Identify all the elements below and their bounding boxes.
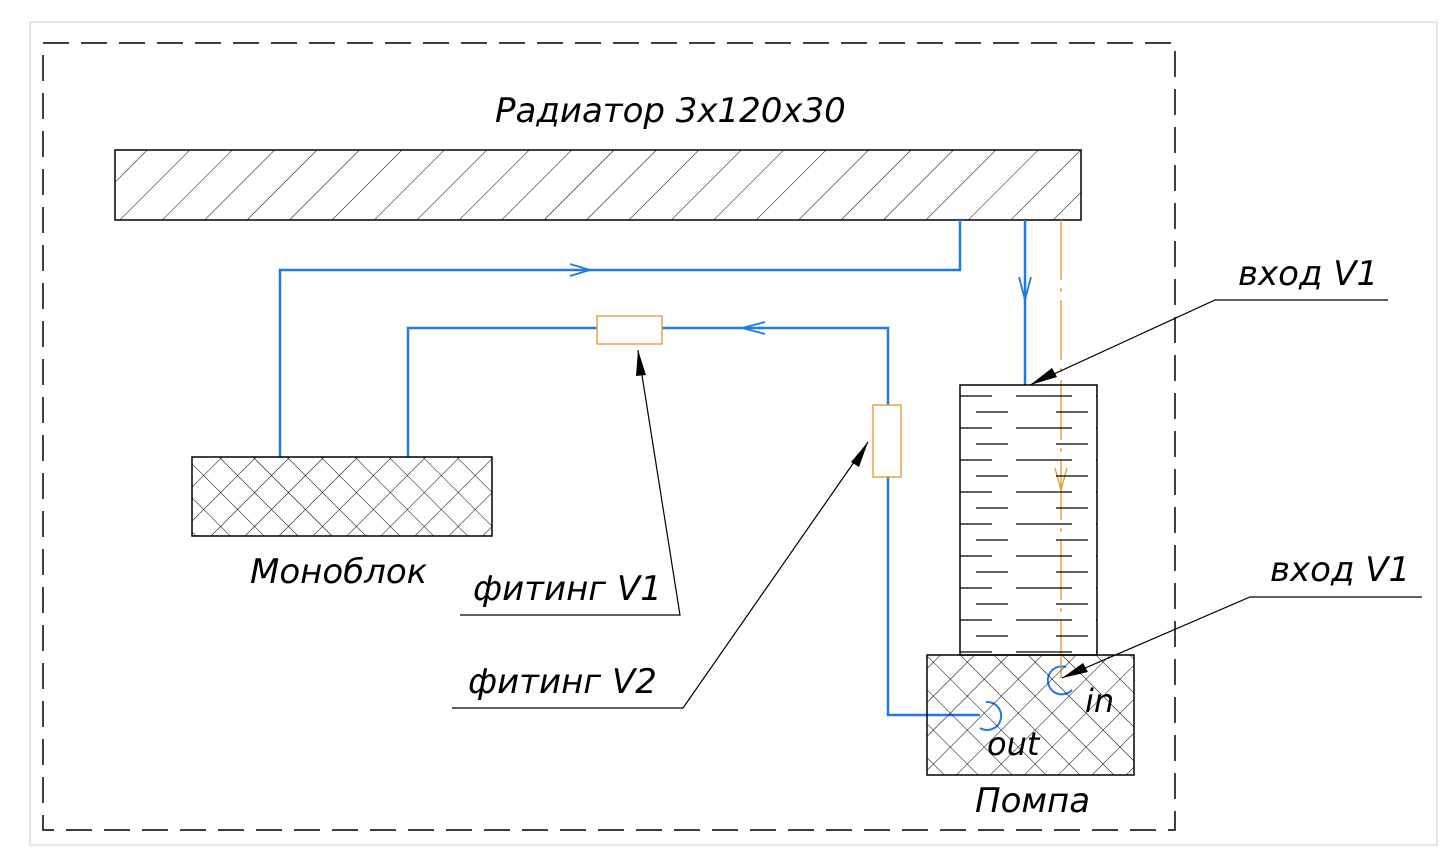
leader-fitting-v2 [452,441,869,709]
flow-arrow-down [1018,276,1032,304]
flow-arrow-right [569,263,594,277]
leader-inlet-bottom [1061,596,1422,679]
case-boundary [42,42,1176,831]
monoblock [191,456,493,537]
radiator [114,149,1082,221]
pump-in-label: in [1085,682,1114,720]
fitting-v2-label: фитинг V2 [468,662,657,702]
sheet-border [29,21,1438,846]
reservoir [959,384,1098,656]
leader-fitting-v1 [460,349,681,616]
monoblock-label: Моноблок [250,552,428,592]
tube-radiator-to-monoblock [278,220,962,457]
flow-arrow-left [738,321,766,335]
leader-inlet-top [1029,299,1388,386]
pump-out-label: out [987,725,1041,763]
inlet-top-label: вход V1 [1238,254,1378,294]
radiator-title: Радиатор 3x120x30 [495,91,846,131]
leader-arrowheads [636,350,1088,678]
fitting-v2 [872,404,902,478]
pump [926,654,1135,776]
tube-fitting-to-fitting [662,326,890,405]
fitting-v1-label: фитинг V1 [473,569,662,609]
fitting-v1 [596,315,663,345]
inlet-bottom-label: вход V1 [1270,550,1410,590]
pump-label: Помпа [975,781,1090,821]
leaders [452,299,1422,709]
tube-monoblock-to-fitting [406,326,597,457]
